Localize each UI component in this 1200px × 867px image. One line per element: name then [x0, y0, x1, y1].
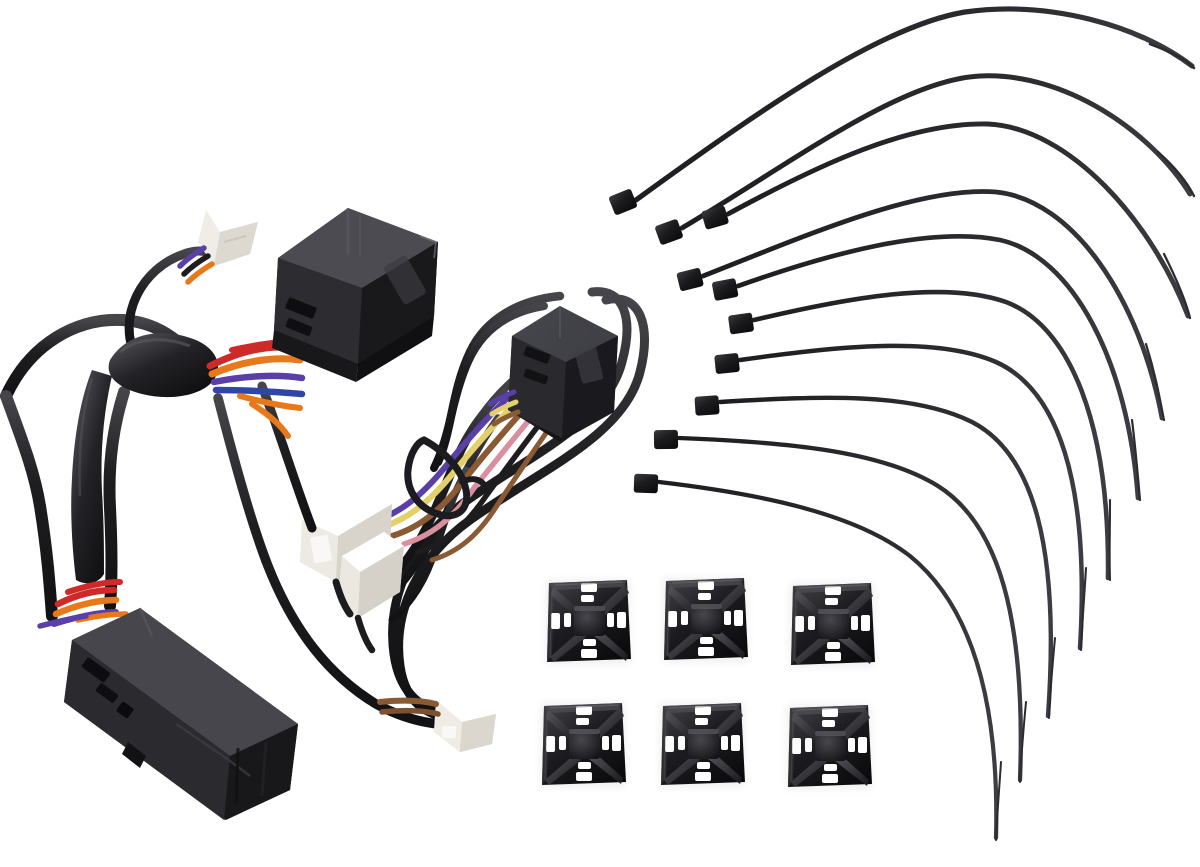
zip-tie: [609, 6, 1196, 215]
white-connector-wires: [177, 245, 215, 285]
zip-tie: [676, 189, 1166, 422]
zip-tie: [694, 395, 1056, 719]
zip-tie: [633, 473, 1002, 841]
white-connector-b: [338, 532, 404, 618]
adapter-connector-wires: [487, 389, 521, 427]
harness-splice-boot: [71, 333, 218, 584]
tie-mount: [540, 702, 626, 788]
white-2-pin-connector: [434, 694, 496, 752]
main-t-connector-harness: [0, 200, 496, 820]
zip-tie: [728, 289, 1112, 582]
zip-tie: [653, 429, 1027, 783]
tie-mount: [545, 579, 631, 665]
white-connector-tails: [332, 578, 376, 654]
zip-tie: [714, 343, 1088, 652]
tie-mount: [662, 577, 748, 663]
secondary-adapter-harness: [300, 287, 650, 723]
tie-mount: [786, 704, 872, 790]
main-wire-bundle-lower: [37, 579, 129, 629]
bundle-zip-tie: [404, 436, 489, 520]
adapter-wire-bundle: [369, 375, 561, 563]
zip-tie: [712, 233, 1142, 502]
tie-mount: [789, 582, 875, 668]
zip-tie: [701, 121, 1192, 320]
large-black-connector-upper: [272, 208, 438, 382]
tie-mount: [659, 702, 745, 788]
large-black-connector-lower: [64, 607, 298, 820]
brown-wire: [377, 697, 441, 717]
zip-ties-group: [609, 6, 1196, 841]
black-adapter-connector: [508, 306, 618, 442]
white-3-pin-connector: [198, 200, 258, 266]
zip-tie: [655, 73, 1196, 245]
